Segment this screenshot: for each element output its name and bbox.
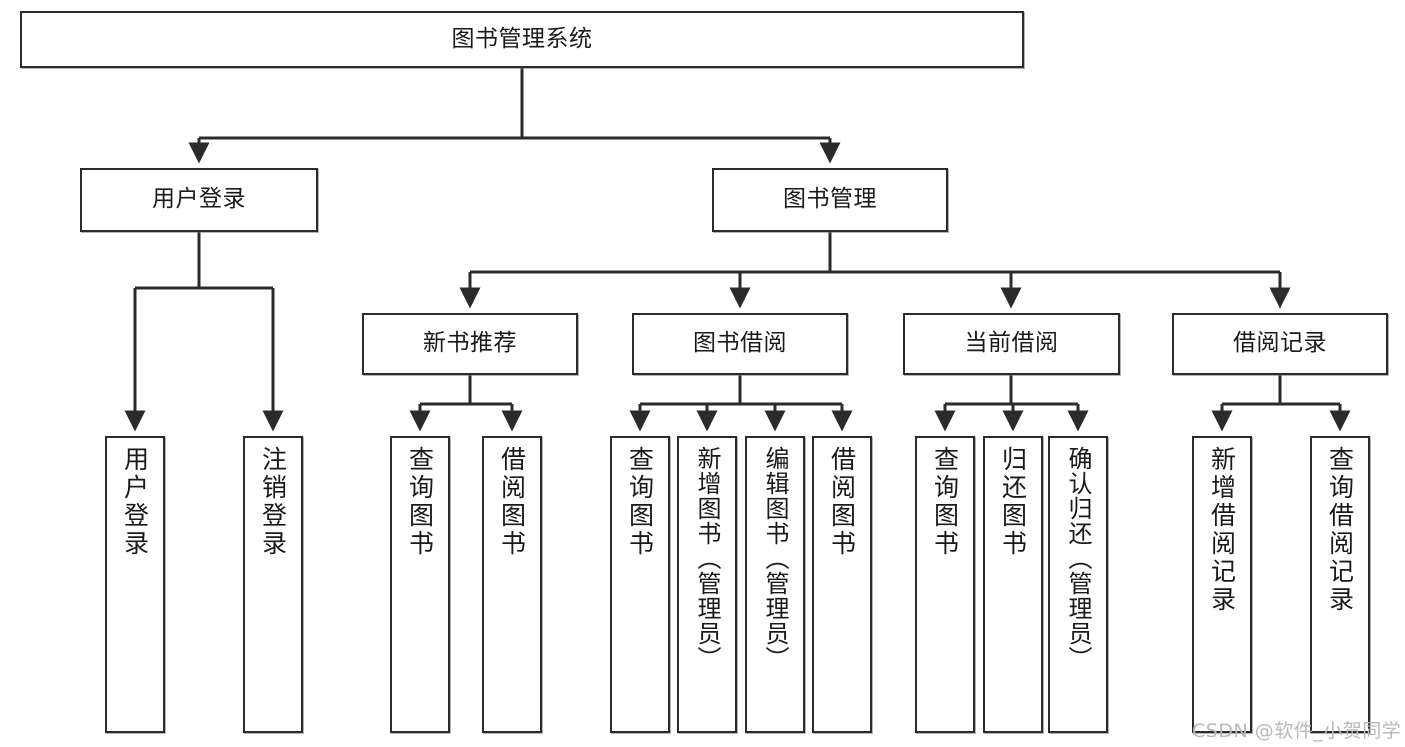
node-leaf-cb-return-label: 归还图书 <box>998 446 1028 558</box>
node-leaf-br-query[interactable]: 查询借阅记录 <box>1310 436 1370 733</box>
node-leaf-bb-borrow[interactable]: 借阅图书 <box>812 436 872 733</box>
node-book-manage[interactable]: 图书管理 <box>712 168 948 232</box>
csdn-watermark: CSDN @软件_小贺同学 <box>1192 720 1402 742</box>
node-leaf-cb-query[interactable]: 查询图书 <box>915 436 975 733</box>
node-book-manage-label: 图书管理 <box>783 186 877 213</box>
node-leaf-bb-add[interactable]: 新增图书（管理员） <box>677 436 737 733</box>
node-leaf-cb-query-label: 查询图书 <box>930 446 960 558</box>
node-leaf-bb-edit[interactable]: 编辑图书（管理员） <box>745 436 805 733</box>
node-leaf-bb-query-label: 查询图书 <box>625 446 655 558</box>
node-book-borrow-label: 图书借阅 <box>693 330 787 357</box>
node-borrow-record-label: 借阅记录 <box>1233 330 1327 357</box>
node-leaf-cb-confirm[interactable]: 确认归还（管理员） <box>1048 436 1108 733</box>
node-leaf-bb-query[interactable]: 查询图书 <box>610 436 670 733</box>
node-root[interactable]: 图书管理系统 <box>20 11 1024 68</box>
node-leaf-rec-borrow-label: 借阅图书 <box>497 446 527 558</box>
node-leaf-br-add[interactable]: 新增借阅记录 <box>1192 436 1252 733</box>
node-new-book-rec[interactable]: 新书推荐 <box>362 313 578 375</box>
node-current-borrow[interactable]: 当前借阅 <box>903 313 1120 375</box>
node-leaf-bb-borrow-label: 借阅图书 <box>827 446 857 558</box>
node-borrow-record[interactable]: 借阅记录 <box>1172 313 1388 375</box>
node-current-borrow-label: 当前借阅 <box>964 330 1059 357</box>
node-leaf-user-logout[interactable]: 注销登录 <box>243 436 303 733</box>
node-new-book-rec-label: 新书推荐 <box>423 330 517 357</box>
node-leaf-user-logout-label: 注销登录 <box>258 446 288 558</box>
node-user-login-label: 用户登录 <box>152 186 246 213</box>
node-leaf-user-login-label: 用户登录 <box>120 446 150 558</box>
node-book-borrow[interactable]: 图书借阅 <box>632 313 848 375</box>
node-leaf-rec-query-label: 查询图书 <box>405 446 435 558</box>
node-leaf-cb-confirm-label: 确认归还（管理员） <box>1064 446 1092 671</box>
node-leaf-user-login[interactable]: 用户登录 <box>105 436 165 733</box>
node-leaf-rec-query[interactable]: 查询图书 <box>390 436 450 733</box>
node-user-login[interactable]: 用户登录 <box>80 168 318 232</box>
node-leaf-bb-add-label: 新增图书（管理员） <box>693 446 721 671</box>
node-leaf-rec-borrow[interactable]: 借阅图书 <box>482 436 542 733</box>
node-leaf-cb-return[interactable]: 归还图书 <box>983 436 1043 733</box>
node-leaf-br-add-label: 新增借阅记录 <box>1207 446 1237 614</box>
node-leaf-br-query-label: 查询借阅记录 <box>1325 446 1355 614</box>
node-root-label: 图书管理系统 <box>451 25 593 52</box>
node-leaf-bb-edit-label: 编辑图书（管理员） <box>761 446 789 671</box>
